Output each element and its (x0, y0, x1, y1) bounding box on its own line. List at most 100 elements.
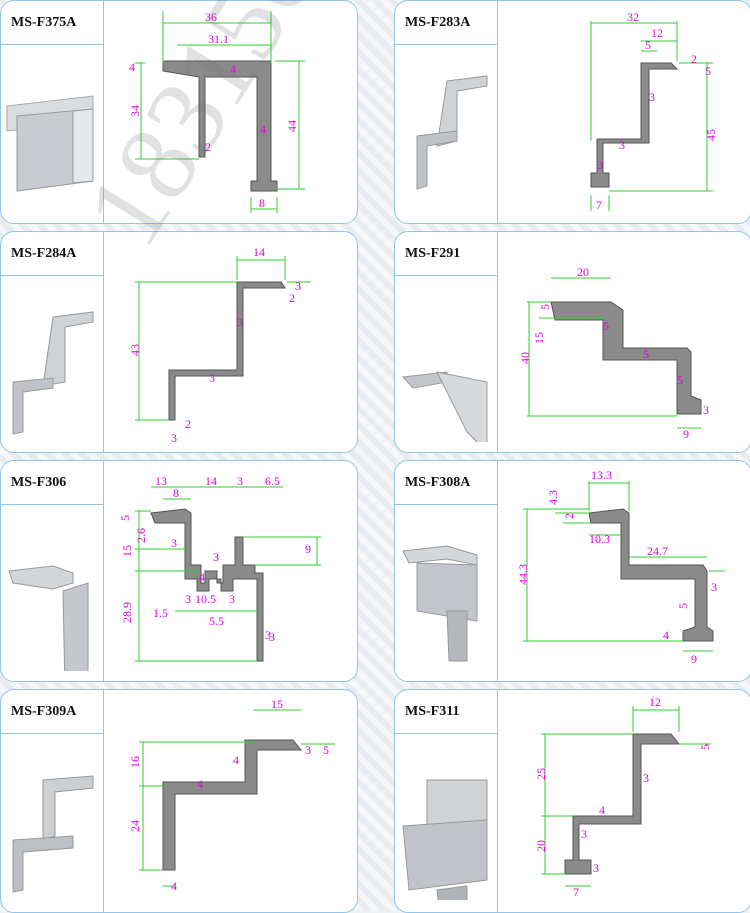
dim-label: 3 (209, 371, 215, 385)
dim-label: 12 (651, 26, 663, 40)
dim-label: 5 (538, 304, 552, 310)
dim-label: 5 (603, 319, 609, 333)
dim-label: 40 (518, 352, 532, 364)
profile-shape (564, 733, 681, 875)
product-photo (12, 311, 94, 435)
dim-label: 12 (649, 695, 661, 709)
profile-drawing: 15 3 5 16 4 4 24 4 (128, 697, 335, 893)
dim-label: 3 (237, 315, 243, 329)
product-title: MS-F306 (1, 461, 103, 505)
dim-label: 13 (155, 474, 167, 488)
dim-label: 3 (171, 431, 177, 445)
dim-label: 45 (704, 129, 718, 141)
dim-label: 44 (285, 120, 299, 132)
profile-shape (590, 62, 679, 188)
dim-label: 3 (213, 550, 219, 564)
dim-label: 3 (229, 592, 235, 606)
dim-label: 3 (649, 90, 655, 104)
dim-label: 3 (581, 827, 587, 841)
dim-label: 20 (577, 265, 589, 279)
dim-label: 4 (199, 570, 205, 584)
product-photo (8, 565, 89, 671)
dim-label: 16 (128, 756, 142, 768)
dim-label: 1.5 (153, 606, 168, 620)
dim-label: 24.7 (647, 544, 668, 558)
card-left-column (1, 690, 104, 912)
dim-label: 5 (645, 38, 651, 52)
dim-label: 36 (205, 10, 217, 24)
profile-shape (162, 739, 303, 871)
dim-label: 3 (593, 861, 599, 875)
profile-shape (150, 508, 264, 662)
dim-label: 3 (171, 536, 177, 550)
dim-label: 14 (253, 245, 265, 259)
dim-label: 2.6 (134, 528, 148, 543)
dim-label: 3 (237, 474, 243, 488)
product-title: MS-F283A (395, 1, 497, 45)
dim-label: 3 (597, 158, 603, 172)
dim-label: 5.5 (209, 614, 224, 628)
card-ms-f309a: MS-F309A 15 3 5 16 4 4 24 4 (0, 689, 358, 913)
dim-label: 2 (562, 513, 576, 519)
dim-label: 3 (185, 592, 191, 606)
dim-label: 24 (128, 820, 142, 832)
profile-shape (588, 508, 714, 642)
dim-label: 4 (663, 628, 669, 642)
product-title: MS-F309A (1, 690, 103, 734)
card-ms-f375a: MS-F375A 36 31.1 4 34 44 2 4 4 8 (0, 0, 358, 224)
card-ms-f291: MS-F291 20 5 15 5 40 5 5 3 9 (394, 231, 750, 453)
card-left-column (395, 1, 498, 223)
dim-label: 3 (265, 628, 271, 642)
dim-label: 5 (705, 64, 711, 78)
dim-label: 28.9 (120, 602, 134, 623)
dim-label: 2 (691, 52, 697, 66)
dim-label: 6.5 (265, 474, 280, 488)
product-photo (402, 545, 478, 662)
dim-label: 2 (205, 140, 211, 154)
profile-drawing: 20 5 15 5 40 5 5 3 9 (518, 265, 709, 441)
dim-label: 4 (171, 879, 177, 893)
product-photo (12, 775, 94, 893)
dim-label: 2 (185, 417, 191, 431)
profile-drawing: 13 8 14 3 6.5 5 2.6 15 3 9 3 4 1.5 3 10.… (118, 474, 321, 662)
product-photo (416, 75, 488, 190)
dim-label: 3 (295, 279, 301, 293)
card-left-column (395, 690, 498, 912)
card-ms-f306: MS-F306 13 8 14 3 6.5 5 2.6 15 3 9 3 4 1… (0, 460, 358, 682)
product-title: MS-F284A (1, 232, 103, 276)
dim-label: 4 (260, 122, 266, 136)
profile-shape (168, 281, 286, 421)
product-photo (401, 371, 488, 442)
dim-label: 3 (703, 403, 709, 417)
dim-label: 5 (698, 744, 712, 750)
dim-label: 7 (573, 885, 579, 899)
card-ms-f284a: MS-F284A 14 2 3 43 3 3 3 2 (0, 231, 358, 453)
dim-label: 44.3 (516, 564, 530, 585)
dim-label: 5 (677, 373, 683, 387)
profile-shape (162, 60, 278, 192)
card-ms-f308a: MS-F308A 13.3 4.3 2 10.3 24.7 44.3 3 5 4… (394, 460, 750, 682)
dim-label: 4 (129, 60, 135, 74)
card-left-column (395, 461, 498, 681)
dim-label: 9 (683, 427, 689, 441)
dim-label: 32 (627, 10, 639, 24)
product-title: MS-F308A (395, 461, 497, 505)
card-ms-f283a: MS-F283A 32 12 5 2 5 3 45 3 3 7 (394, 0, 750, 224)
profile-drawing: 36 31.1 4 34 44 2 4 4 8 (128, 10, 305, 213)
card-ms-f311: MS-F311 12 5 25 3 4 3 20 3 7 (394, 689, 750, 913)
profile-drawing: 13.3 4.3 2 10.3 24.7 44.3 3 5 4 9 (516, 468, 725, 666)
dim-label: 3 (619, 138, 625, 152)
card-left-column (1, 1, 104, 223)
dim-label: 5 (323, 743, 329, 757)
dim-label: 9 (305, 542, 311, 556)
card-left-column (1, 232, 104, 452)
dim-label: 4.3 (546, 490, 560, 505)
dim-label: 15 (120, 545, 134, 557)
dim-label: 25 (534, 768, 548, 780)
dim-label: 10.3 (589, 532, 610, 546)
dim-label: 5 (676, 603, 690, 609)
dim-label: 8 (259, 196, 265, 210)
dim-label: 4 (197, 777, 203, 791)
dim-label: 2 (289, 291, 295, 305)
dim-label: 9 (691, 652, 697, 666)
